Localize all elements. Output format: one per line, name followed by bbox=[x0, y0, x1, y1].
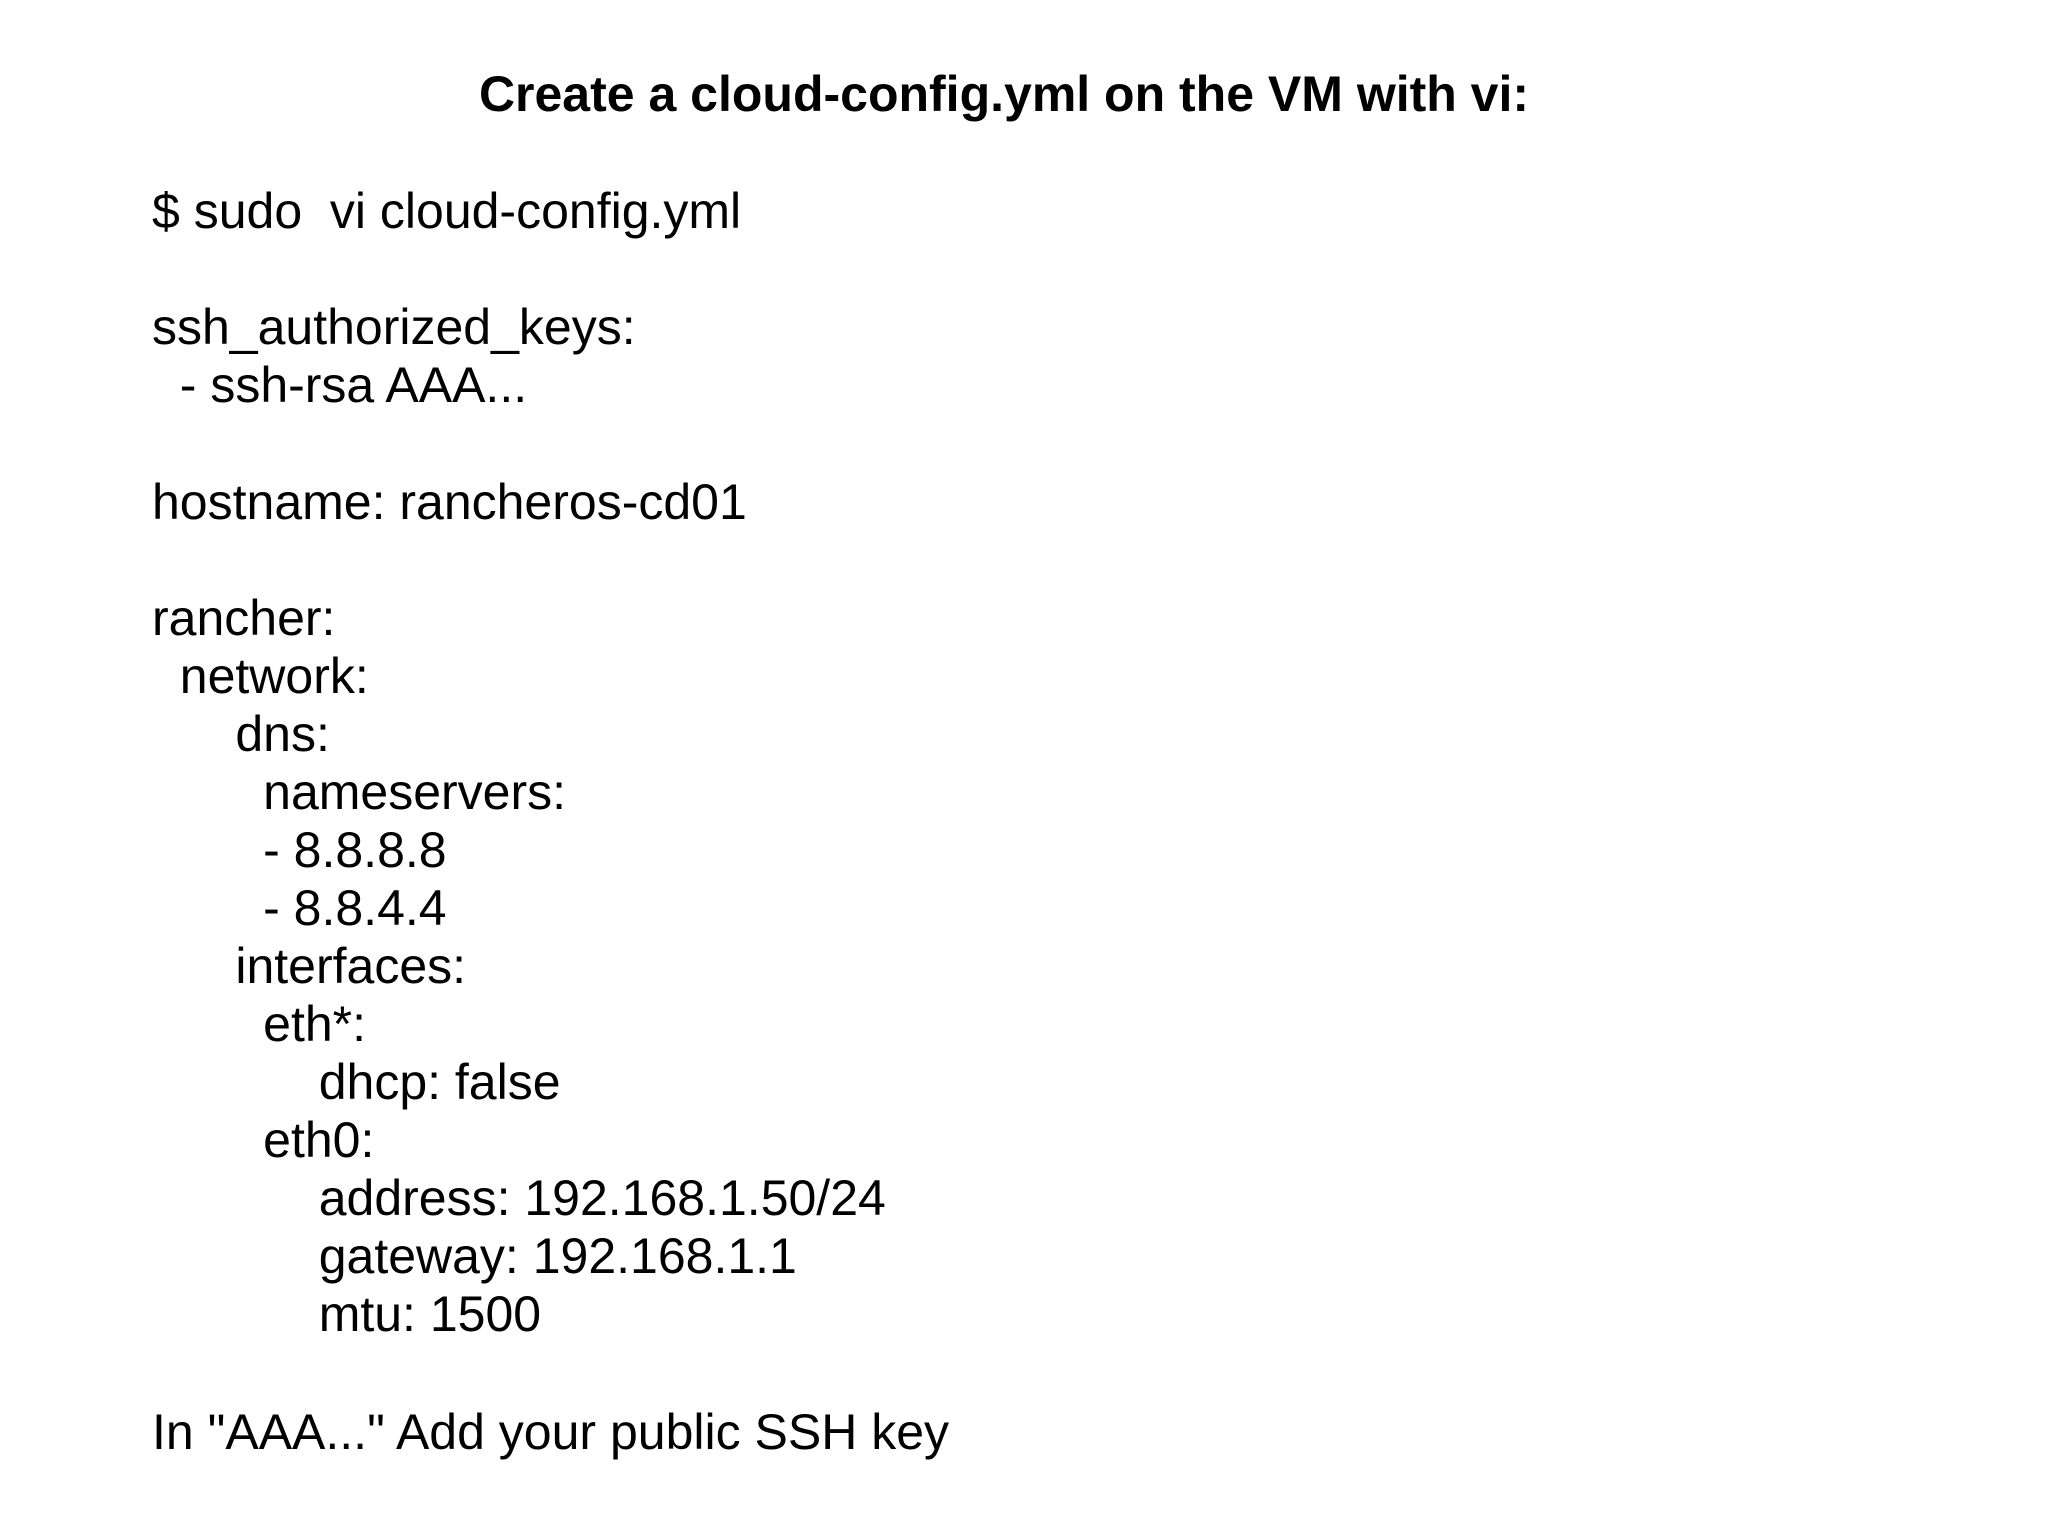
config-line-nameserver-2: - 8.8.4.4 bbox=[152, 880, 447, 936]
config-line-eth0: eth0: bbox=[152, 1112, 375, 1168]
config-line-dhcp: dhcp: false bbox=[152, 1054, 561, 1110]
config-line-gateway: gateway: 192.168.1.1 bbox=[152, 1228, 797, 1284]
config-line-network: network: bbox=[152, 648, 369, 704]
config-line-address: address: 192.168.1.50/24 bbox=[152, 1170, 886, 1226]
config-line-mtu: mtu: 1500 bbox=[152, 1286, 542, 1342]
config-line-nameservers: nameservers: bbox=[152, 764, 567, 820]
config-line-eth-wildcard: eth*: bbox=[152, 996, 366, 1052]
config-line-interfaces: interfaces: bbox=[152, 938, 467, 994]
config-line-ssh-rsa: - ssh-rsa AAA... bbox=[152, 357, 528, 413]
slide-title: Create a cloud-config.yml on the VM with… bbox=[478, 66, 1530, 122]
config-line-ssh-authorized-keys: ssh_authorized_keys: bbox=[152, 299, 636, 355]
command-line: $ sudo vi cloud-config.yml bbox=[152, 183, 742, 239]
config-line-nameserver-1: - 8.8.8.8 bbox=[152, 822, 447, 878]
config-line-hostname: hostname: rancheros-cd01 bbox=[152, 474, 747, 530]
config-line-dns: dns: bbox=[152, 706, 330, 762]
config-line-rancher: rancher: bbox=[152, 590, 336, 646]
footer-note: In "AAA..." Add your public SSH key bbox=[152, 1404, 949, 1460]
